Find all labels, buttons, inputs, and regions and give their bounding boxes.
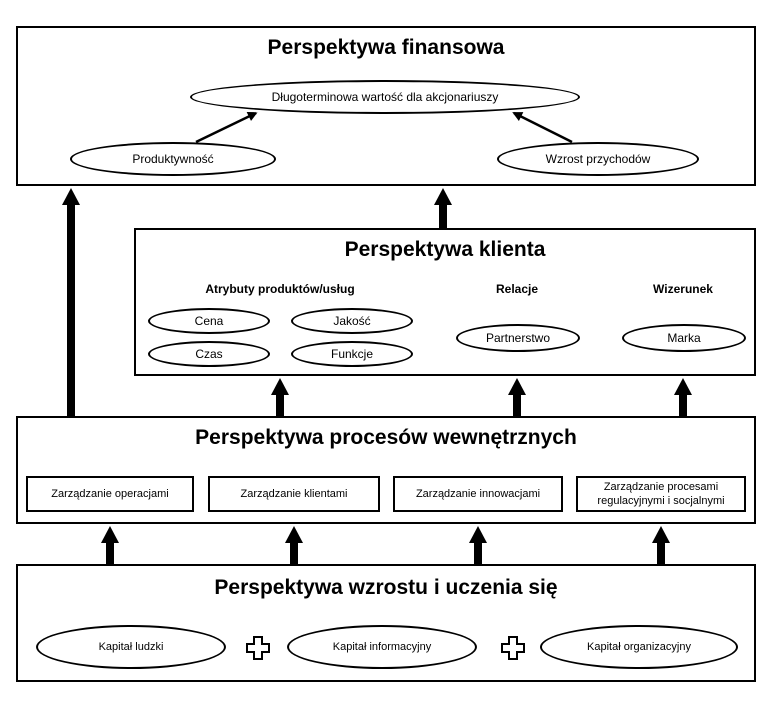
functions-ellipse: Funkcje: [291, 341, 413, 367]
regulatory-social-management-box: Zarządzanie procesami regulacyjnymi i so…: [576, 476, 746, 512]
learning-to-internal-arrow: [469, 526, 487, 564]
learning-to-internal-arrow: [285, 526, 303, 564]
learning-growth-title: Perspektywa wzrostu i uczenia się: [214, 576, 558, 599]
internal-to-customer-arrow: [271, 378, 289, 416]
learning-to-internal-arrow: [101, 526, 119, 564]
price-ellipse: Cena: [148, 308, 270, 334]
financial-perspective-title: Perspektywa finansowa: [267, 36, 505, 59]
revenue-to-value-arrow: [512, 111, 573, 144]
quality-ellipse: Jakość: [291, 308, 413, 334]
relations-label: Relacje: [495, 282, 539, 296]
organization-capital-ellipse: Kapitał organizacyjny: [540, 625, 738, 669]
image-label: Wizerunek: [653, 282, 713, 296]
internal-to-financial-arrow: [62, 188, 80, 416]
learning-to-internal-arrow: [652, 526, 670, 564]
revenue-growth-ellipse: Wzrost przychodów: [497, 142, 699, 176]
information-capital-ellipse: Kapitał informacyjny: [287, 625, 477, 669]
customer-management-box: Zarządzanie klientami: [208, 476, 380, 512]
plus-icon: [246, 636, 270, 660]
internal-to-customer-arrow: [674, 378, 692, 416]
customer-perspective-title: Perspektywa klienta: [344, 238, 546, 261]
operations-management-box: Zarządzanie operacjami: [26, 476, 194, 512]
partnership-ellipse: Partnerstwo: [456, 324, 580, 352]
human-capital-ellipse: Kapitał ludzki: [36, 625, 226, 669]
internal-to-customer-arrow: [508, 378, 526, 416]
customer-to-financial-arrow: [434, 188, 452, 228]
attributes-label: Atrybuty produktów/usług: [205, 282, 355, 296]
time-ellipse: Czas: [148, 341, 270, 367]
innovation-management-box: Zarządzanie innowacjami: [393, 476, 563, 512]
long-term-value-ellipse: Długoterminowa wartość dla akcjonariuszy: [190, 80, 580, 114]
productivity-ellipse: Produktywność: [70, 142, 276, 176]
productivity-to-value-arrow: [195, 111, 258, 144]
plus-icon: [501, 636, 525, 660]
brand-ellipse: Marka: [622, 324, 746, 352]
internal-processes-title: Perspektywa procesów wewnętrznych: [195, 426, 577, 449]
